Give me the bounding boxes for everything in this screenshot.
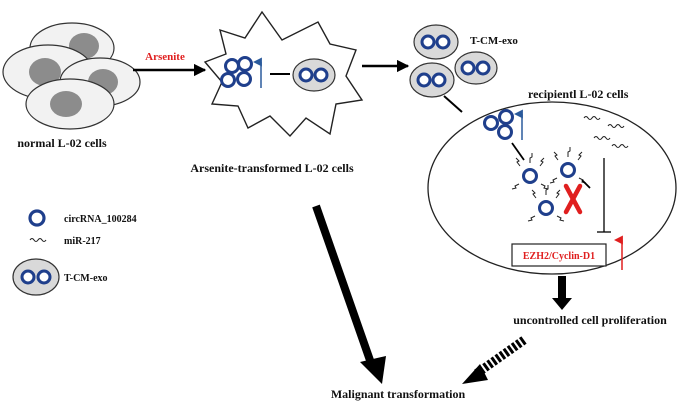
malignant-arrow-head	[360, 356, 386, 384]
mirna-free-group	[583, 115, 629, 149]
exosome-cluster	[409, 24, 498, 98]
malignant-label: Malignant transformation	[331, 387, 466, 401]
proliferation-arrow-head	[552, 298, 572, 310]
recipient-cells-label: recipientl L-02 cells	[528, 87, 629, 101]
exosome-icon	[454, 51, 498, 85]
binding-link	[511, 142, 525, 161]
sponge-complex	[549, 147, 587, 184]
circrna-icon	[237, 56, 253, 72]
cell-nucleus	[29, 58, 61, 86]
sponge-complex	[527, 185, 565, 222]
circrna-icon	[483, 115, 499, 131]
proliferation-label: uncontrolled cell proliferation	[513, 313, 667, 327]
exosome-icon	[292, 58, 336, 92]
circrna-icon	[220, 72, 236, 88]
circrna-cluster	[220, 56, 253, 88]
target-label: EZH2/Cyclin-D1	[523, 251, 595, 262]
blocked-x-icon	[563, 183, 583, 215]
legend-circrna-label: circRNA_100284	[64, 214, 137, 225]
cell-nucleus	[50, 91, 82, 117]
dashed-arrow-shaft	[473, 336, 527, 378]
blocked-link	[581, 179, 591, 189]
mirna-icon	[611, 143, 629, 149]
mirna-icon	[583, 115, 601, 121]
transformed-cells-label: Arsenite-transformed L-02 cells	[190, 161, 354, 175]
exosome-icon	[12, 258, 60, 296]
exosome-icon	[409, 62, 455, 98]
dashed-arrow-head	[462, 364, 488, 384]
legend-exo-label: T-CM-exo	[64, 273, 108, 284]
uptake-link	[443, 95, 463, 113]
recipient-circrna-cluster	[483, 109, 514, 140]
normal-cells-label: normal L-02 cells	[17, 136, 107, 150]
mirna-icon	[607, 123, 625, 129]
malignant-arrow-shaft	[312, 204, 376, 368]
target-box	[511, 243, 607, 267]
exosome-icon	[413, 24, 459, 60]
circrna-icon	[28, 209, 46, 227]
circrna-icon	[236, 71, 252, 87]
sponge-complex	[511, 153, 549, 190]
circrna-icon	[497, 124, 513, 140]
mirna-icon	[29, 237, 47, 243]
legend: circRNA_100284 miR-217 T-CM-exo	[12, 209, 137, 296]
arsenite-label: Arsenite	[145, 51, 185, 63]
circrna-icon	[498, 109, 514, 125]
legend-mirna-label: miR-217	[64, 236, 101, 247]
mirna-icon	[593, 135, 611, 141]
normal-cells-group	[2, 22, 141, 130]
exo-cluster-label: T-CM-exo	[470, 35, 518, 47]
